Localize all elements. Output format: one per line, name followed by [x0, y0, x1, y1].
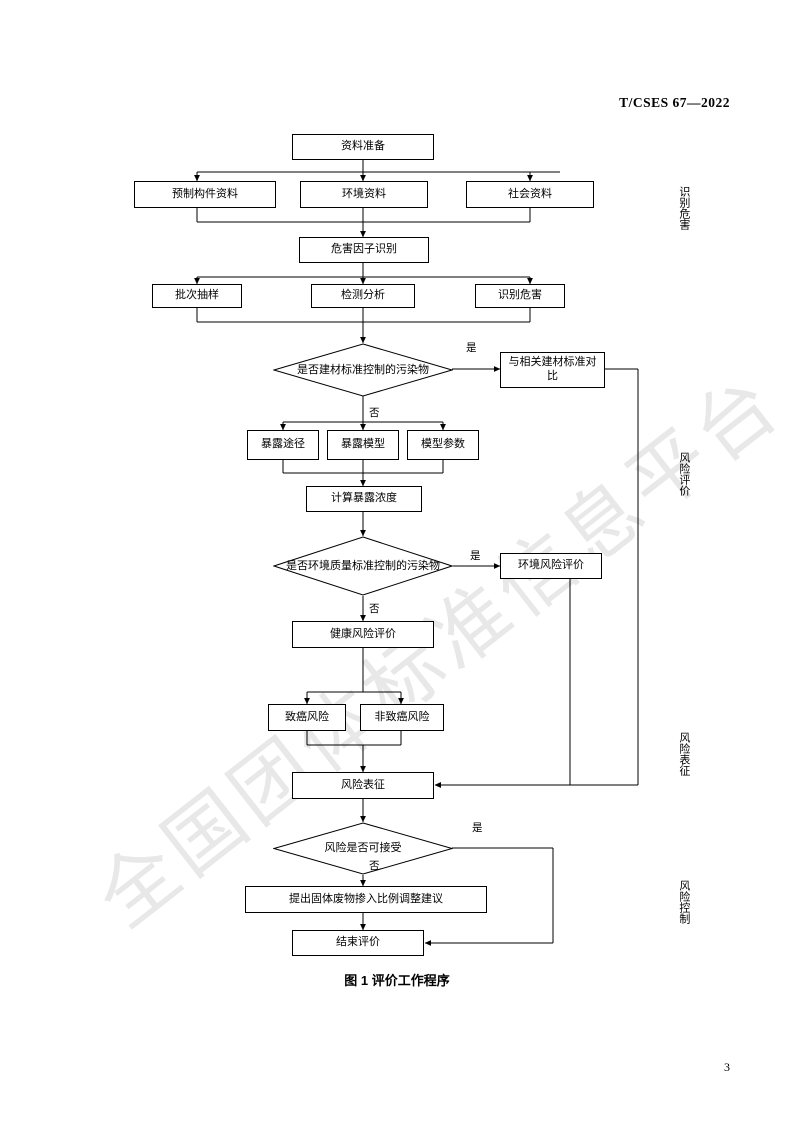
- node-compare-building-material-standard[interactable]: 与相关建材标准对比: [500, 352, 605, 388]
- node-label: 环境风险评价: [518, 559, 584, 572]
- node-label: 资料准备: [341, 140, 385, 153]
- node-calculate-exposure-concentration[interactable]: 计算暴露浓度: [306, 486, 422, 512]
- node-social-data[interactable]: 社会资料: [466, 181, 594, 208]
- node-label: 与相关建材标准对比: [508, 356, 597, 382]
- edge-label-yes-3: 是: [472, 822, 483, 834]
- figure-caption: 图 1 评价工作程序: [344, 973, 450, 988]
- stage-label-hazard: 识别危害: [677, 186, 690, 230]
- node-label: 环境资料: [342, 187, 386, 200]
- node-label: 预制构件资料: [172, 187, 238, 200]
- standard-code-header: T/CSES 67—2022: [619, 95, 730, 110]
- node-environment-data[interactable]: 环境资料: [300, 181, 428, 208]
- node-decision-environment-quality-standard[interactable]: 是否环境质量标准控制的污染物: [273, 536, 453, 596]
- node-exposure-model[interactable]: 暴露模型: [327, 430, 399, 460]
- node-label: 健康风险评价: [330, 627, 396, 640]
- node-detection-analysis[interactable]: 检测分析: [311, 284, 415, 308]
- node-label: 社会资料: [508, 187, 552, 200]
- node-label: 危害因子识别: [331, 243, 397, 256]
- node-non-carcinogenic-risk[interactable]: 非致癌风险: [360, 704, 444, 731]
- node-environmental-risk-assessment[interactable]: 环境风险评价: [500, 553, 602, 579]
- node-decision-risk-acceptable[interactable]: 风险是否可接受: [273, 822, 453, 875]
- page-number: 3: [724, 1060, 730, 1074]
- node-label: 暴露模型: [341, 438, 385, 451]
- stage-label-risk-assessment: 风险评价: [677, 452, 690, 496]
- node-hazard-factor-identification[interactable]: 危害因子识别: [299, 237, 429, 263]
- node-label: 模型参数: [421, 438, 465, 451]
- node-label: 风险表征: [341, 778, 385, 791]
- stage-label-risk-control: 风险控制: [677, 880, 690, 924]
- node-hazard-identification[interactable]: 识别危害: [475, 284, 565, 308]
- node-carcinogenic-risk[interactable]: 致癌风险: [268, 704, 346, 731]
- node-batch-sampling[interactable]: 批次抽样: [152, 284, 242, 308]
- node-data-preparation[interactable]: 资料准备: [292, 134, 434, 160]
- node-precast-component-data[interactable]: 预制构件资料: [134, 181, 276, 208]
- node-decision-building-material-standard[interactable]: 是否建材标准控制的污染物: [273, 343, 453, 397]
- node-label: 计算暴露浓度: [331, 492, 397, 505]
- edge-label-yes-2: 是: [470, 550, 481, 562]
- edge-label-no-1: 否: [369, 407, 380, 419]
- stage-label-risk-characterization: 风险表征: [677, 732, 690, 776]
- node-propose-adjustment-suggestion[interactable]: 提出固体废物掺入比例调整建议: [245, 886, 487, 913]
- node-exposure-pathway[interactable]: 暴露途径: [247, 430, 319, 460]
- node-label: 提出固体废物掺入比例调整建议: [289, 892, 443, 905]
- node-health-risk-assessment[interactable]: 健康风险评价: [292, 621, 434, 648]
- node-finish-assessment[interactable]: 结束评价: [292, 930, 424, 956]
- node-label: 批次抽样: [175, 289, 219, 302]
- edge-label-no-2: 否: [369, 603, 380, 615]
- edge-label-no-3: 否: [369, 860, 380, 872]
- node-risk-characterization[interactable]: 风险表征: [292, 772, 434, 799]
- node-label: 检测分析: [341, 289, 385, 302]
- edge-label-yes-1: 是: [466, 342, 477, 354]
- node-label: 识别危害: [498, 289, 542, 302]
- node-label: 非致癌风险: [374, 710, 430, 723]
- node-label: 结束评价: [336, 936, 380, 949]
- node-model-parameters[interactable]: 模型参数: [407, 430, 479, 460]
- node-label: 暴露途径: [261, 438, 305, 451]
- node-label: 致癌风险: [285, 710, 329, 723]
